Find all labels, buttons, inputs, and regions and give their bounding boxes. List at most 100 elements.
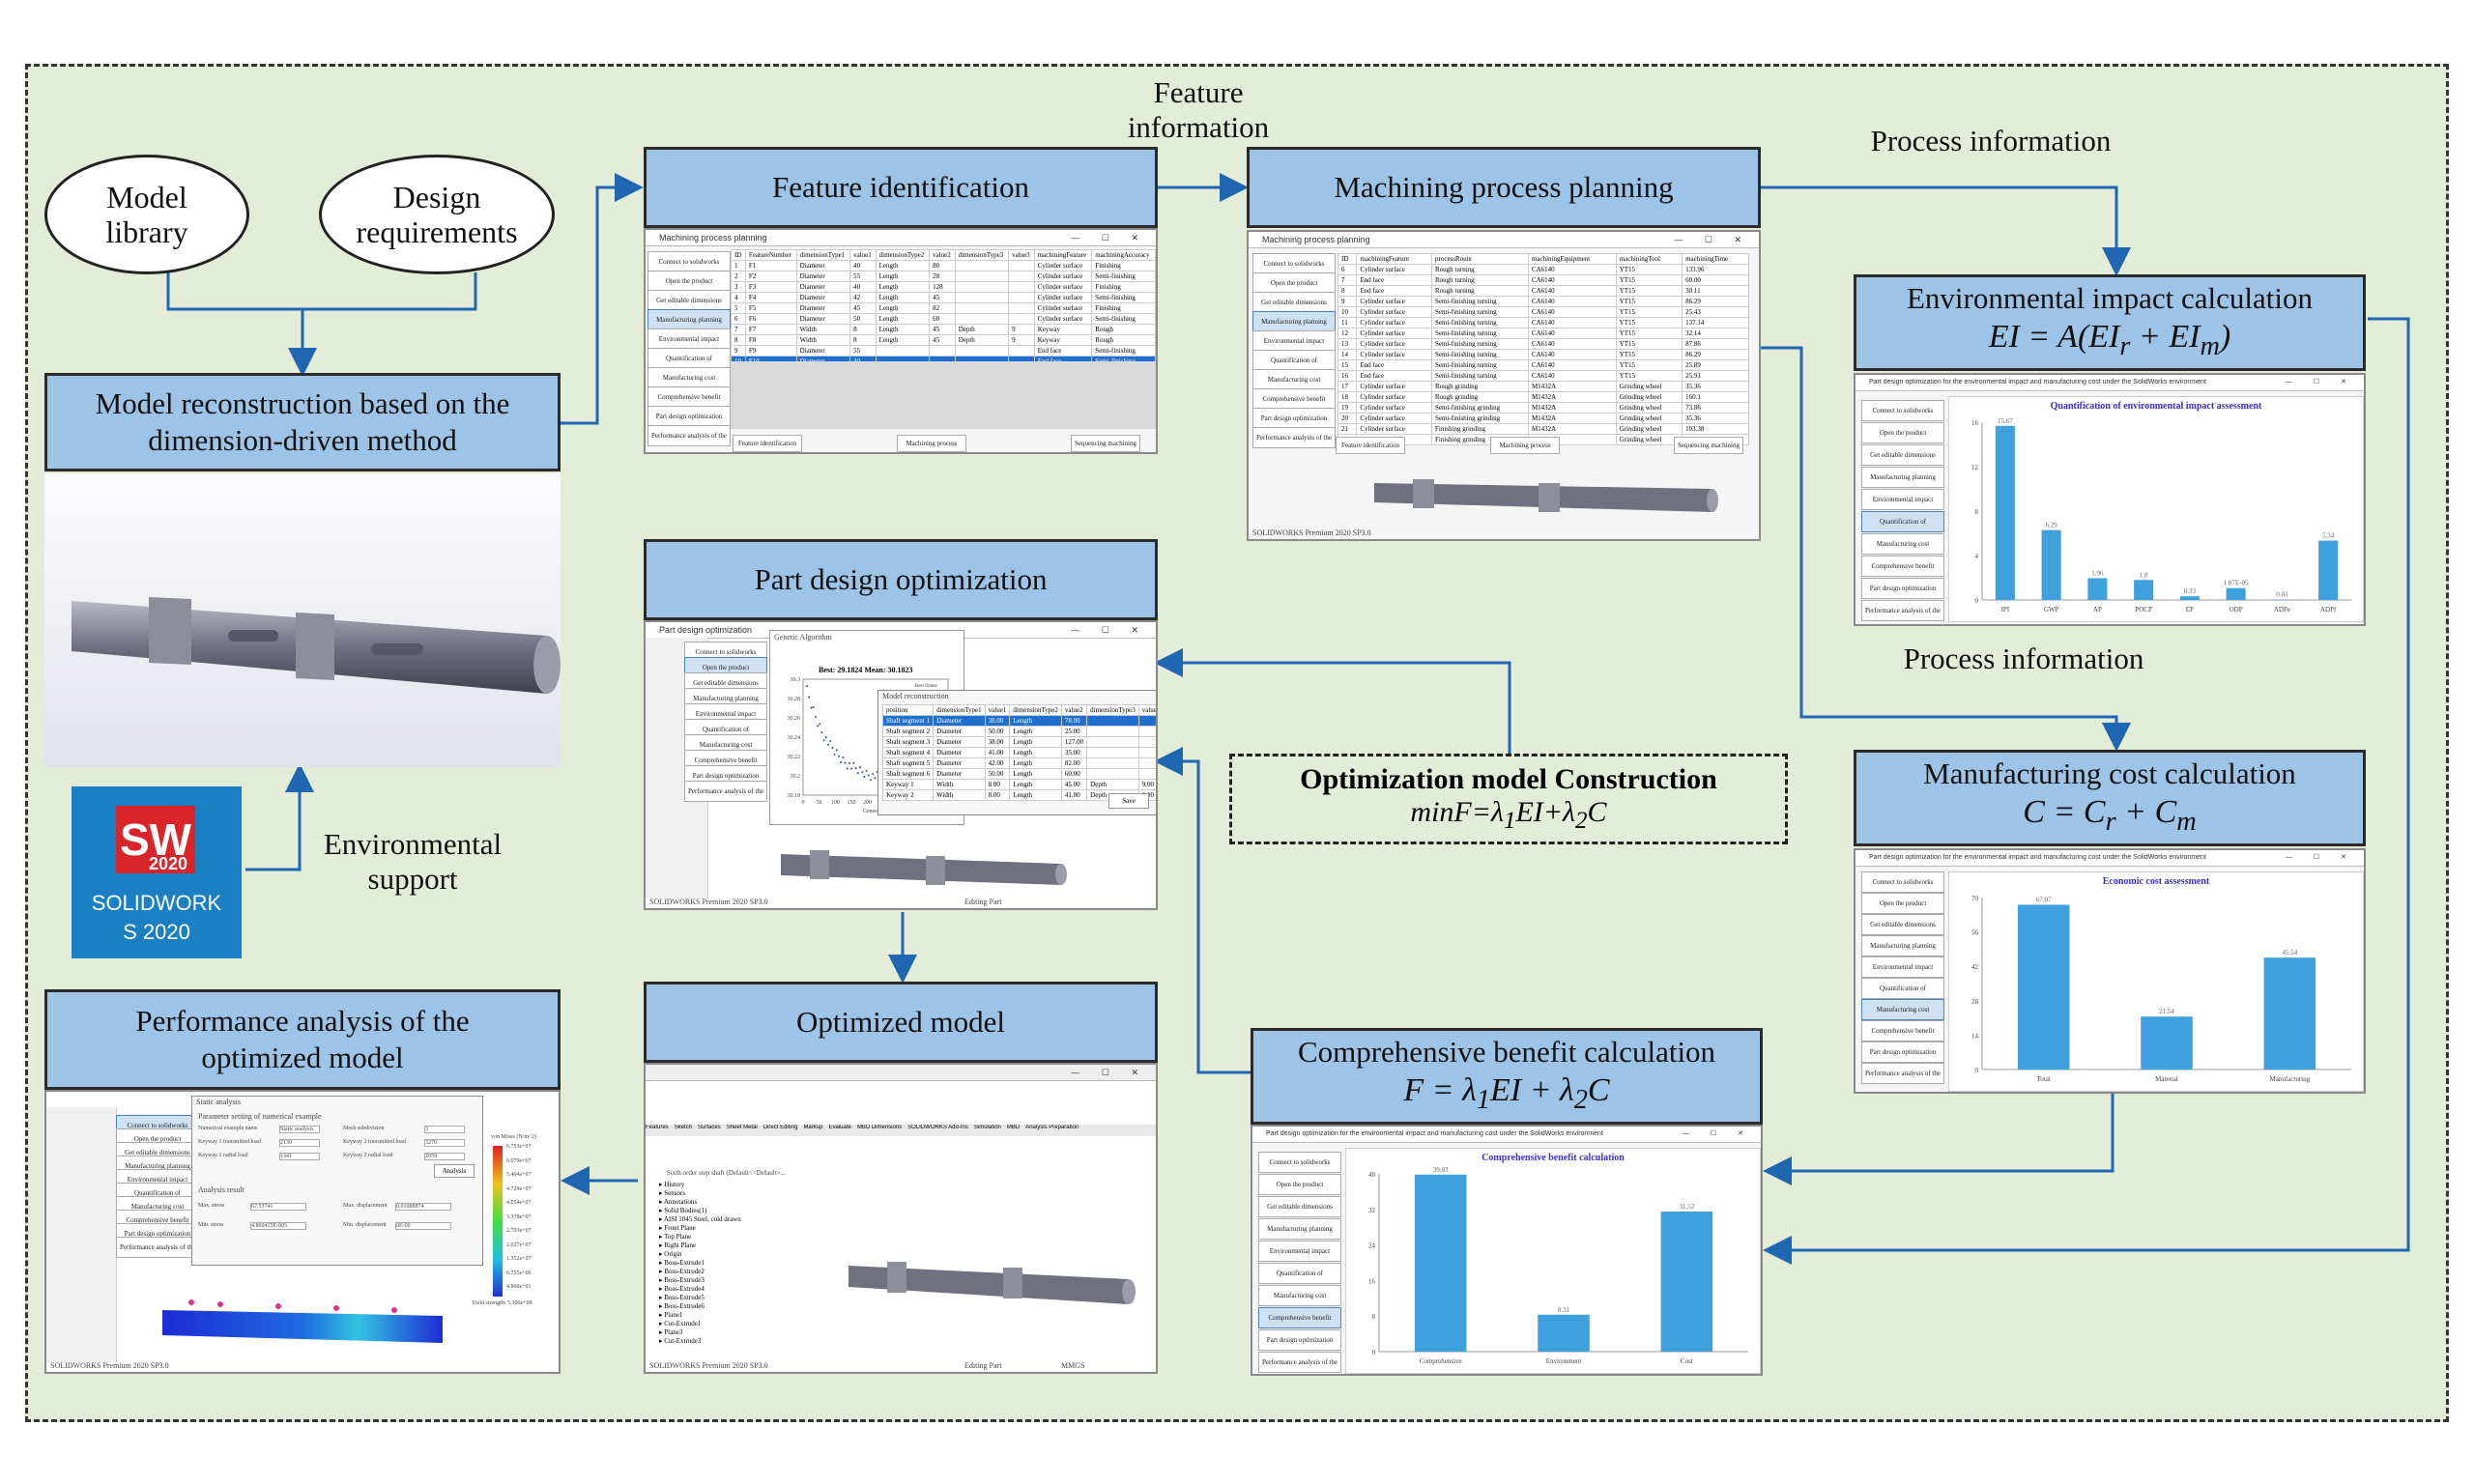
ribbon-tab[interactable]: Sketch: [674, 1125, 693, 1130]
ribbon-tab[interactable]: MBD: [1006, 1125, 1021, 1130]
sidebar-button[interactable]: Manufacturing planning: [647, 309, 731, 330]
sidebar-button[interactable]: Comprehensive benefit calculation: [1252, 388, 1336, 410]
tree-item[interactable]: ▸ Boss-Extrude2: [659, 1268, 705, 1275]
field-input[interactable]: Static analysis: [279, 1126, 320, 1133]
sidebar-button[interactable]: Environmental impact assessment: [1252, 330, 1336, 352]
sidebar-button[interactable]: Part design optimization: [1861, 1042, 1944, 1063]
sidebar-button[interactable]: Open the product: [1861, 893, 1944, 914]
field-input[interactable]: 3: [424, 1126, 465, 1133]
sidebar-button[interactable]: Performance analysis of the optimized mo…: [684, 781, 767, 802]
action-button[interactable]: Feature identification: [1336, 437, 1405, 454]
tree-item[interactable]: ▸ Solid Bodies(1): [659, 1207, 707, 1214]
sidebar-button[interactable]: Comprehensive benefit calculation: [647, 386, 731, 408]
ribbon-tab[interactable]: Simulation: [973, 1125, 1001, 1130]
tree-item[interactable]: ▸ Boss-Extrude1: [659, 1259, 705, 1267]
tree-item[interactable]: ▸ Boss-Extrude3: [659, 1276, 705, 1284]
tree-item[interactable]: ▸ Origin: [659, 1250, 682, 1258]
sidebar-button[interactable]: Performance analysis of the optimized mo…: [1252, 427, 1336, 448]
sidebar-button[interactable]: Quantification of environmental impact: [1861, 978, 1944, 999]
field-input[interactable]: 2130: [279, 1139, 320, 1147]
ribbon-tab[interactable]: Features: [646, 1125, 669, 1130]
sidebar-button[interactable]: Quantification of environmental impact: [647, 348, 731, 369]
ribbon-tab[interactable]: Analysis Preparation: [1025, 1125, 1079, 1130]
sidebar-button[interactable]: Get editable dimensions: [1252, 292, 1336, 313]
tree-item[interactable]: ▸ Plane1: [659, 1311, 683, 1319]
sidebar-button[interactable]: Open the product: [1861, 422, 1944, 443]
field-input[interactable]: 1341: [279, 1153, 320, 1160]
sidebar-button[interactable]: Open the product: [1258, 1174, 1341, 1195]
sidebar-button[interactable]: Quantification of environmental impact: [1258, 1263, 1341, 1284]
sidebar-button[interactable]: Open the product: [1252, 272, 1336, 294]
ribbon-tab[interactable]: SOLIDWORKS Add-Ins: [907, 1125, 968, 1130]
field-input[interactable]: 3270: [424, 1139, 465, 1147]
tree-item[interactable]: ▸ Boss-Extrude4: [659, 1285, 705, 1293]
sidebar-button[interactable]: Get editable dimensions: [647, 290, 731, 311]
sidebar-button[interactable]: Quantification of environmental impact: [1861, 511, 1944, 532]
sidebar-button[interactable]: Part design optimization: [1258, 1329, 1341, 1351]
tree-item[interactable]: ▸ Annotations: [659, 1198, 698, 1206]
sidebar-button[interactable]: Connect to solidworks: [1861, 871, 1944, 893]
tree-item[interactable]: ▸ Cut-Extrude1: [659, 1320, 702, 1327]
save-button[interactable]: Save: [1108, 793, 1149, 809]
sidebar-button[interactable]: Manufacturing planning: [1861, 935, 1944, 956]
tree-item[interactable]: ▸ History: [659, 1181, 685, 1188]
sidebar-button[interactable]: Environmental impact assessment: [647, 328, 731, 350]
sidebar-button[interactable]: Environmental impact assessment: [1258, 1241, 1341, 1262]
sidebar-button[interactable]: Get editable dimensions: [1258, 1196, 1341, 1217]
ribbon-tab[interactable]: Evaluate: [828, 1125, 851, 1130]
tree-item[interactable]: ▸ Plane3: [659, 1328, 683, 1336]
sidebar-button[interactable]: Get editable dimensions: [1861, 444, 1944, 466]
sidebar-button[interactable]: Performance analysis of the optimized mo…: [116, 1237, 199, 1258]
sidebar-button[interactable]: Comprehensive benefit calculation: [1258, 1307, 1341, 1328]
tree-item[interactable]: ▸ Sensors: [659, 1189, 686, 1197]
sidebar-button[interactable]: Environmental impact assessment: [1861, 489, 1944, 510]
sidebar-button[interactable]: Performance analysis of the optimized mo…: [647, 425, 731, 446]
sidebar-button[interactable]: Manufacturing cost calculation: [1252, 369, 1336, 390]
window-controls-icon[interactable]: — ☐ ✕: [2285, 379, 2356, 385]
field-input[interactable]: 2059: [424, 1153, 465, 1160]
analysis-button[interactable]: Analysis: [434, 1164, 475, 1178]
tree-item[interactable]: ▸ Boss-Extrude5: [659, 1294, 705, 1301]
sidebar-button[interactable]: Manufacturing planning: [1258, 1218, 1341, 1240]
ribbon-tab[interactable]: MBD Dimensions: [856, 1125, 903, 1130]
sidebar-button[interactable]: Connect to solidworks: [647, 251, 731, 272]
sidebar-button[interactable]: Manufacturing planning: [1252, 311, 1336, 332]
sidebar-button[interactable]: Get editable dimensions: [1861, 914, 1944, 935]
sidebar-button[interactable]: Open the product: [647, 271, 731, 292]
window-controls-icon[interactable]: — ☐ ✕: [1682, 1130, 1753, 1137]
action-button[interactable]: Machining process planning: [897, 435, 966, 452]
window-controls-icon[interactable]: — ☐ ✕: [1071, 233, 1148, 243]
sidebar-button[interactable]: Part design optimization: [1861, 578, 1944, 599]
sidebar-button[interactable]: Connect to solidworks: [1258, 1152, 1341, 1173]
ribbon-tab[interactable]: Direct Editing: [762, 1125, 798, 1130]
window-controls-icon[interactable]: — ☐ ✕: [1071, 1068, 1148, 1077]
action-button[interactable]: Feature identification: [733, 435, 802, 452]
window-controls-icon[interactable]: — ☐ ✕: [2285, 854, 2356, 861]
tree-item[interactable]: ▸ Top Plane: [659, 1233, 692, 1241]
tree-item[interactable]: ▸ Front Plane: [659, 1224, 696, 1232]
